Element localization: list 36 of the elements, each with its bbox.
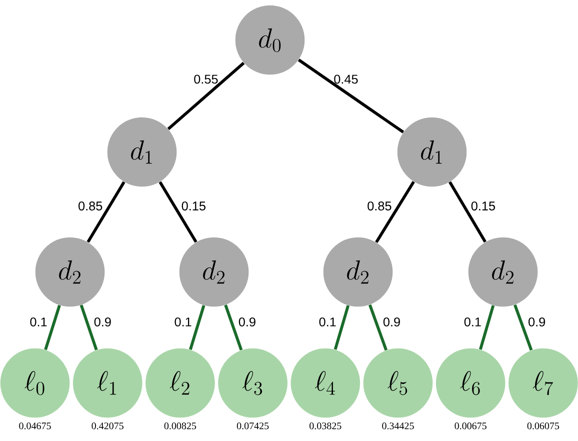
connector-line bbox=[334, 305, 350, 350]
connector-line bbox=[514, 304, 533, 351]
connector-line bbox=[478, 305, 495, 350]
edge-label: 0.9 bbox=[528, 317, 546, 326]
probability-label: 0.07425 bbox=[236, 422, 269, 430]
edge-label: 0.9 bbox=[238, 317, 256, 326]
edge-label: 0.45 bbox=[334, 74, 358, 84]
connector-line bbox=[375, 180, 415, 244]
edge-label: 0.85 bbox=[368, 202, 392, 210]
connector-line bbox=[188, 304, 206, 350]
connector-line bbox=[158, 181, 198, 243]
connector-line bbox=[224, 304, 243, 350]
edge-label: 0.15 bbox=[182, 202, 206, 210]
edge-label: 0.9 bbox=[94, 317, 111, 326]
edge-label: 0.1 bbox=[30, 317, 47, 326]
probability-label: 0.42075 bbox=[92, 422, 124, 430]
probability-label: 0.00675 bbox=[454, 422, 486, 430]
connector-line bbox=[44, 304, 61, 350]
probability-label: 0.04675 bbox=[19, 422, 51, 430]
probability-label: 0.06075 bbox=[527, 422, 560, 430]
probability-label: 0.34425 bbox=[382, 422, 414, 430]
connector-line bbox=[167, 62, 245, 130]
probability-label: 0.00825 bbox=[164, 422, 196, 430]
connector-line bbox=[86, 181, 126, 243]
edge-label: 0.1 bbox=[319, 317, 336, 326]
edge-label: 0.1 bbox=[464, 317, 481, 326]
edge-label: 0.1 bbox=[174, 317, 192, 326]
connector-line bbox=[448, 181, 486, 243]
probability-label: 0.03825 bbox=[310, 422, 342, 430]
edge-label: 0.15 bbox=[471, 202, 496, 210]
connector-line bbox=[80, 304, 98, 350]
edge-label: 0.9 bbox=[383, 317, 400, 326]
edge-label: 0.55 bbox=[194, 74, 218, 84]
connector-line bbox=[368, 304, 388, 351]
connector-line bbox=[298, 58, 404, 134]
edge-label: 0.85 bbox=[78, 202, 102, 210]
